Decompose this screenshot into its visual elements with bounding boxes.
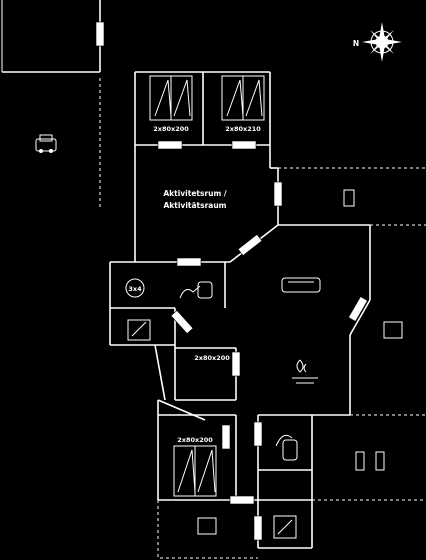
carport-door xyxy=(95,21,105,47)
toilet-icon xyxy=(275,434,298,461)
sofa-icon xyxy=(281,277,321,293)
terraces xyxy=(157,167,426,559)
sink-icon xyxy=(127,319,151,341)
bed-lower-size: 2x80x200 xyxy=(177,436,213,444)
fireplace-icon xyxy=(292,359,318,384)
activity-room-label-1: Aktivitetsrum / xyxy=(163,189,227,198)
bed-icon xyxy=(149,75,193,121)
bed-icon xyxy=(221,75,265,121)
bed-left-size: 2x80x200 xyxy=(153,125,189,133)
bed-icon xyxy=(173,445,217,497)
bed-middle-size: 2x80x200 xyxy=(194,354,230,362)
car-icon xyxy=(35,134,57,153)
activity-room-label-2: Aktivitätsraum xyxy=(163,201,226,210)
house-walls xyxy=(109,71,371,549)
compass-north-label: N xyxy=(353,39,359,48)
doors xyxy=(157,140,368,541)
bed-right-size: 2x80x210 xyxy=(225,125,261,133)
carport xyxy=(1,0,105,210)
toilet-icon xyxy=(179,281,213,299)
spa-icon xyxy=(125,278,145,298)
sink-icon xyxy=(273,515,297,539)
compass-rose-icon xyxy=(362,22,402,62)
spa-size: 3x4 xyxy=(128,285,142,293)
